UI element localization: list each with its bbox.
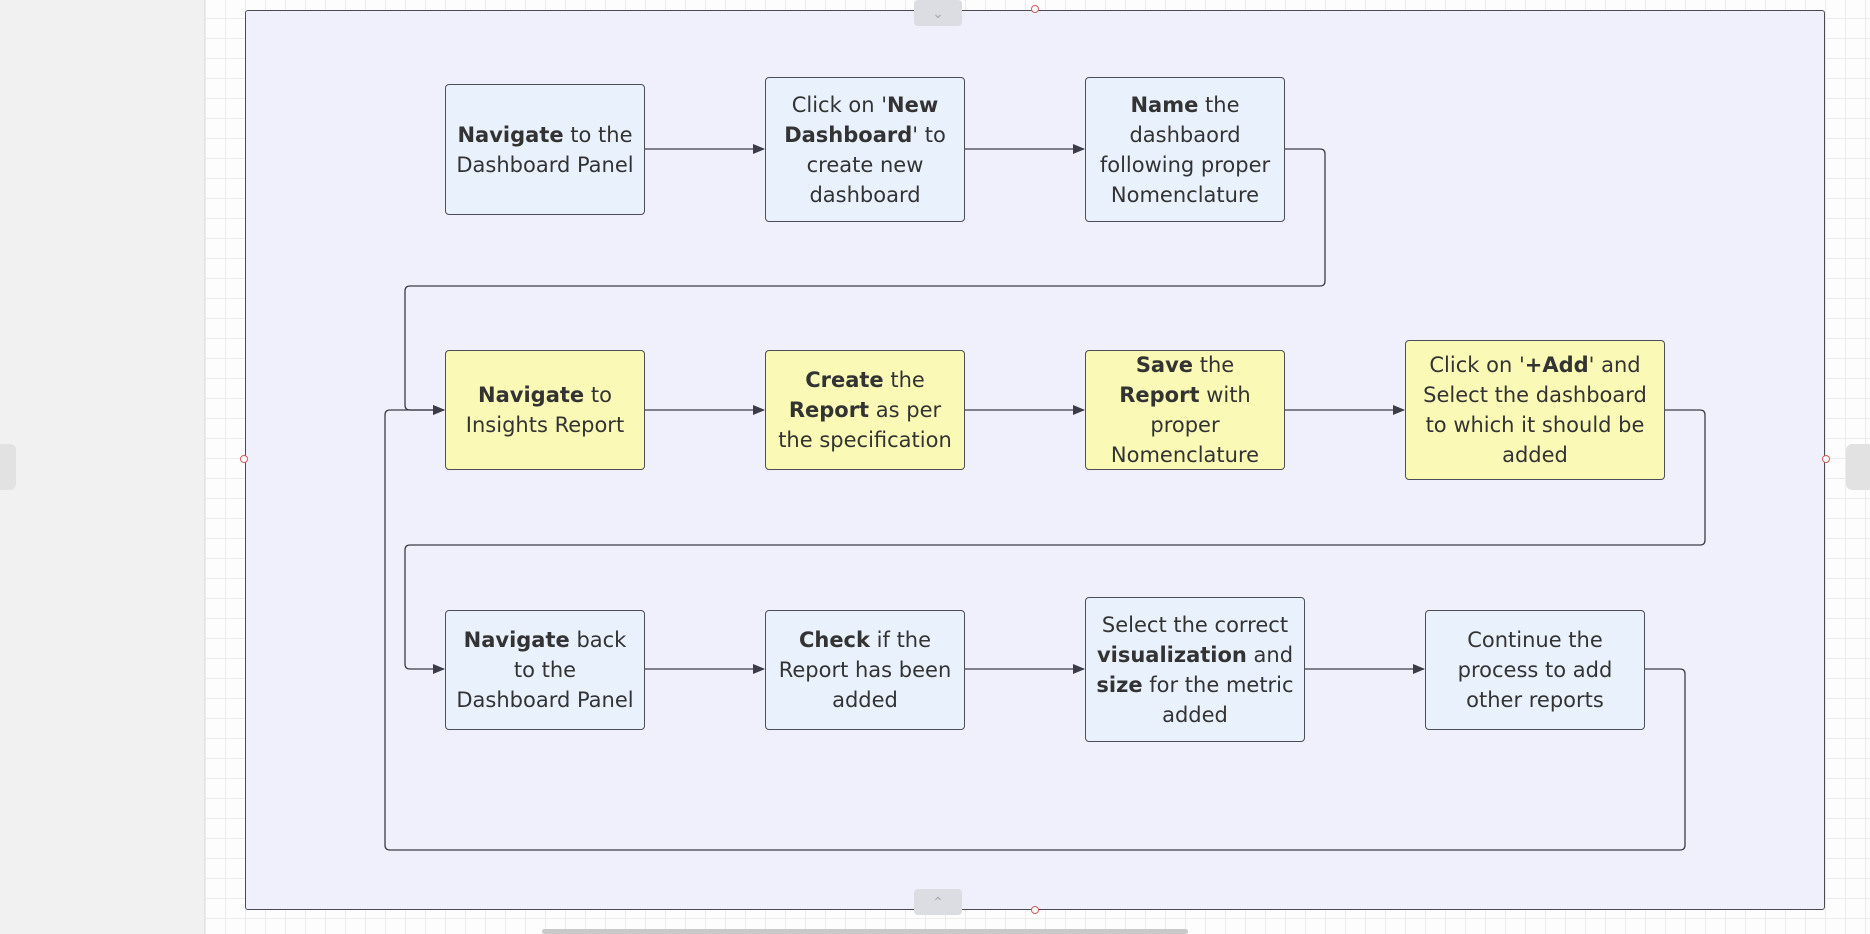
node-label-part: to the Dashboard Panel [456,122,634,177]
node-label: Navigate back to the Dashboard Panel [454,625,636,715]
node-label: Click on '+Add' and Select the dashboard… [1414,350,1656,470]
resize-handle-right[interactable] [1822,455,1830,463]
node-label-part: Navigate [457,122,564,147]
node-label-part: to Insights Report [465,383,625,437]
node-label-part: with proper Nomenclature [1110,383,1260,467]
node-label: Check if the Report has been added [774,625,956,715]
node-label-part: if the Report has been added [778,628,952,712]
node-label: Save the Report with proper Nomenclature [1094,350,1276,470]
node-label-part: as per the specification [778,398,952,452]
node-label: Navigate to Insights Report [454,380,636,440]
chevron-up-icon[interactable]: ⌃ [914,889,962,915]
node-label-part: Save [1135,353,1194,377]
left-sidebar [0,0,205,934]
node-label-part: Check [798,628,870,652]
node-label: Select the correct visualization and siz… [1094,610,1296,730]
node-label: Create the Report as per the specificati… [774,365,956,455]
node-label-part: +Add [1524,353,1589,377]
edge-n3-n4 [404,148,1326,415]
step-add-to-dashboard[interactable]: Click on '+Add' and Select the dashboard… [1405,340,1665,480]
step-create-report[interactable]: Create the Report as per the specificati… [765,350,965,470]
node-label-part: Navigate [463,628,570,652]
right-panel-toggle[interactable] [1846,444,1870,490]
node-label-part: the dashbaord following proper Nomenclat… [1099,92,1271,207]
step-continue-process[interactable]: Continue the process to add other report… [1425,610,1645,730]
node-label-part: Continue the process to add other report… [1457,628,1613,712]
node-label-part: ' and Select the dashboard to which it s… [1423,353,1647,467]
resize-handle-left[interactable] [240,455,248,463]
node-label-part: size [1096,672,1143,697]
resize-handle-top[interactable] [1031,5,1039,13]
node-label-part: Navigate [478,383,585,407]
node-label-part: for the metric added [1142,672,1294,727]
left-panel-toggle[interactable] [0,444,16,490]
node-label: Click on 'New Dashboard' to create new d… [774,90,956,210]
node-label-part: Name [1130,92,1199,117]
horizontal-scrollbar[interactable] [542,929,1188,934]
edge-n7-n8 [404,409,1706,674]
node-label-part: the [883,368,925,392]
node-label: Navigate to the Dashboard Panel [454,120,636,180]
node-label-part: back to the Dashboard Panel [456,628,634,712]
node-label-part: New Dashboard [784,92,939,147]
node-label-part: Report [1119,383,1200,407]
node-label: Name the dashbaord following proper Nome… [1094,90,1276,210]
node-label-part: and [1246,642,1294,667]
step-check-report[interactable]: Check if the Report has been added [765,610,965,730]
node-label-part: Click on ' [1429,353,1525,377]
node-label-part: Report [788,398,870,422]
node-label-part: visualization [1096,642,1247,667]
node-label: Continue the process to add other report… [1434,625,1636,715]
step-navigate-dashboard-panel[interactable]: Navigate to the Dashboard Panel [445,84,645,215]
node-label-part: the [1193,353,1235,377]
step-name-dashboard[interactable]: Name the dashbaord following proper Nome… [1085,77,1285,222]
step-save-report[interactable]: Save the Report with proper Nomenclature [1085,350,1285,470]
step-select-visualization[interactable]: Select the correct visualization and siz… [1085,597,1305,742]
resize-handle-bottom[interactable] [1031,906,1039,914]
step-navigate-back[interactable]: Navigate back to the Dashboard Panel [445,610,645,730]
node-label-part: ' to create new dashboard [806,122,946,207]
node-label-part: Create [805,368,884,392]
node-label-part: Select the correct [1101,612,1289,637]
step-new-dashboard[interactable]: Click on 'New Dashboard' to create new d… [765,77,965,222]
node-label-part: Click on ' [791,92,888,117]
chevron-down-icon[interactable]: ⌄ [914,0,962,26]
edge-n11-n4 [384,405,1686,851]
step-navigate-insights-report[interactable]: Navigate to Insights Report [445,350,645,470]
